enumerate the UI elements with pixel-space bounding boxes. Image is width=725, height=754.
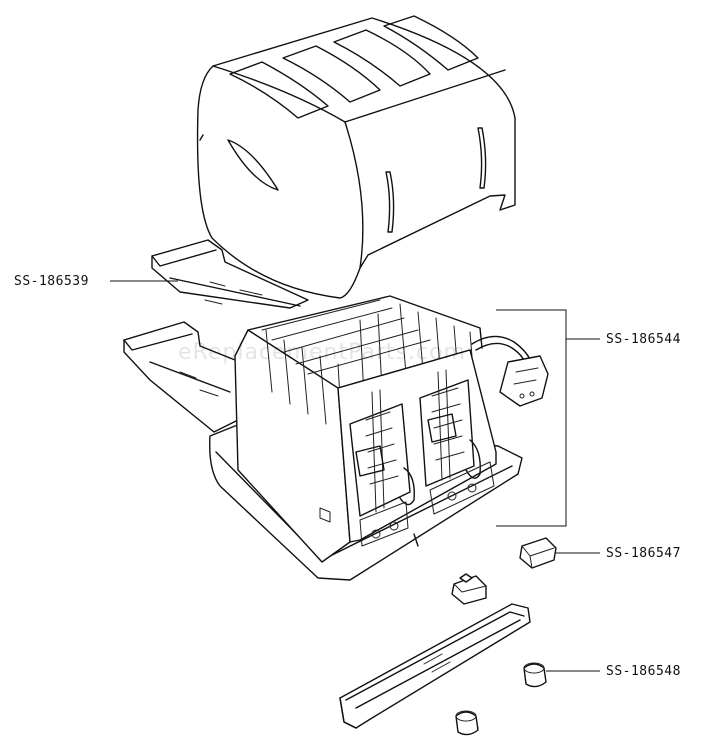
chassis-assembly	[209, 295, 549, 581]
part-label-chassis-assembly: SS-186544	[606, 332, 681, 347]
watermark-text: eReplacementParts.com	[178, 340, 466, 365]
foot-part-lower	[455, 710, 479, 736]
leader-lines	[110, 280, 600, 672]
knob-part-lower	[451, 573, 487, 605]
crumb-tray-rear	[151, 239, 309, 309]
part-label-knob: SS-186547	[606, 546, 681, 561]
part-label-foot: SS-186548	[606, 664, 681, 679]
knob-part	[519, 537, 557, 569]
housing-cover	[196, 15, 516, 299]
foot-part	[523, 662, 547, 688]
part-label-housing-cover: SS-186539	[14, 274, 89, 289]
crumb-tray-front	[123, 321, 241, 433]
lever-bar	[339, 603, 531, 729]
